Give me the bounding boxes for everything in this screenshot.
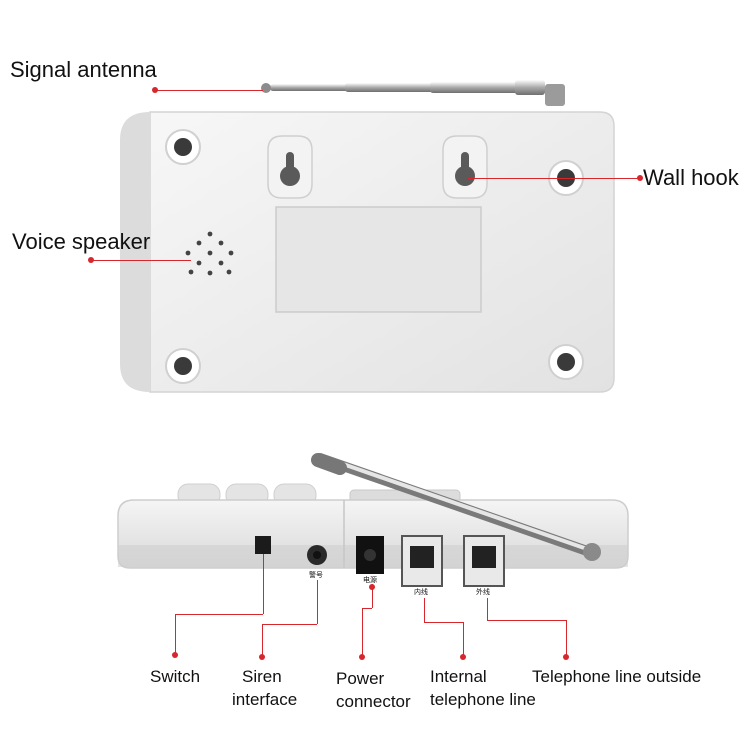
power-leader-vertical [372, 584, 373, 608]
port-mark-outside: 外线 [476, 589, 490, 596]
label-internal-line: Internal telephone line [430, 666, 536, 712]
switch-leader-drop [175, 614, 176, 656]
label-power-line2: connector [336, 691, 411, 711]
outside-leader-vertical [487, 598, 488, 620]
switch-leader-vertical [263, 554, 264, 614]
antenna-leader [155, 90, 263, 91]
siren-leader-horizontal [262, 624, 317, 625]
label-wall-hook: Wall hook [643, 165, 739, 190]
label-power-connector: Power connector [336, 668, 411, 714]
siren-marker [259, 654, 265, 660]
label-power-line1: Power [336, 669, 385, 688]
power-marker [359, 654, 365, 660]
port-mark-siren: 警号 [309, 572, 323, 579]
switch-marker [172, 652, 178, 658]
label-switch: Switch [150, 666, 200, 689]
outside-line-port [463, 535, 505, 587]
label-signal-antenna: Signal antenna [10, 57, 157, 82]
antenna-top [261, 80, 565, 106]
internal-leader-drop [463, 622, 464, 658]
port-mark-internal: 内线 [414, 589, 428, 596]
label-internal-line1: Internal [430, 667, 487, 686]
wall-hook-leader [468, 178, 640, 179]
label-telephone-outside-text: Telephone line outside [532, 667, 702, 686]
outside-leader-drop [566, 620, 567, 658]
internal-leader-vertical [424, 598, 425, 622]
siren-leader-vertical [317, 580, 318, 624]
outside-marker [563, 654, 569, 660]
device-side-view [117, 453, 629, 587]
internal-marker [460, 654, 466, 660]
siren-leader-drop [262, 624, 263, 658]
label-recess [275, 206, 482, 313]
speaker-grille [185, 231, 234, 276]
internal-leader-horizontal [424, 622, 464, 623]
power-leader-drop [362, 608, 363, 658]
label-siren-interface: Siren interface [232, 666, 297, 712]
label-voice-speaker: Voice speaker [12, 229, 151, 254]
label-switch-text: Switch [150, 667, 201, 686]
label-siren-line2: interface [232, 689, 298, 709]
label-telephone-outside: Telephone line outside [532, 666, 701, 689]
wall-hook-marker [637, 175, 643, 181]
power-port-marker [369, 584, 375, 590]
switch-port [255, 536, 271, 554]
power-leader-horizontal [362, 608, 372, 609]
switch-leader-horizontal [175, 614, 263, 615]
wall-hook-slots [267, 135, 488, 199]
speaker-leader [91, 260, 191, 261]
outside-leader-horizontal [487, 620, 567, 621]
antenna-side [311, 453, 601, 561]
port-mark-power: 电源 [363, 577, 377, 584]
label-internal-line2: telephone line [430, 689, 536, 709]
device-back-view [120, 80, 615, 393]
label-siren-line1: Siren [242, 667, 282, 686]
